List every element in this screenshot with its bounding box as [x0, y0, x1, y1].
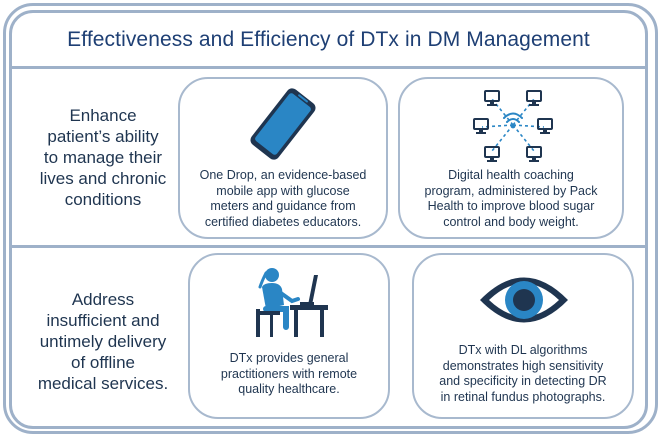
row-2-label-line: of offline [71, 353, 135, 372]
diagram-title: Effectiveness and Efficiency of DTx in D… [67, 27, 590, 51]
inner-frame: Effectiveness and Efficiency of DTx in D… [9, 10, 648, 429]
card-text-line: DTx provides general [229, 351, 349, 365]
card-one-drop: One Drop, an evidence-based mobile app w… [178, 77, 388, 239]
row-divider [12, 245, 645, 248]
card-pack-health-text: Digital health coaching program, adminis… [404, 168, 618, 230]
eye-icon [480, 277, 568, 323]
card-text-line: meters and guidance from [210, 199, 356, 213]
card-text-line: in retinal fundus photographs. [440, 389, 606, 404]
card-one-drop-text: One Drop, an evidence-based mobile app w… [184, 168, 382, 230]
card-text-line: Digital health coaching [448, 168, 574, 182]
row-2-label-line: Address [71, 290, 135, 309]
card-text-line: DTx with DL algorithms [458, 343, 588, 357]
row-1-label-line: Enhance [69, 106, 137, 125]
card-text-line: Health to improve blood sugar [427, 199, 595, 213]
card-pack-health: Digital health coaching program, adminis… [398, 77, 624, 239]
card-text-line: mobile app with glucose [216, 183, 350, 198]
card-text-line: quality healthcare. [238, 382, 340, 396]
card-text-line: control and body weight. [443, 214, 579, 229]
row-2-label: Address insufficient and untimely delive… [24, 289, 182, 394]
card-dl-algorithms-text: DTx with DL algorithms demonstrates high… [418, 343, 628, 405]
row-2-label-line: untimely delivery [39, 332, 167, 351]
card-text-line: One Drop, an evidence-based [199, 168, 367, 182]
card-remote-healthcare-text: DTx provides general practitioners with … [194, 351, 384, 398]
card-text-line: and specificity in detecting DR [439, 374, 607, 388]
card-text-line: practitioners with remote [220, 366, 358, 381]
title-divider [12, 66, 645, 69]
card-text-line: program, administered by Pack [424, 183, 598, 198]
row-1-label-line: patient’s ability [47, 127, 159, 146]
network-computers-icon [473, 90, 553, 162]
row-2-label-line: medical services. [37, 374, 169, 393]
person-at-computer-icon [256, 268, 328, 337]
card-text-line: demonstrates high sensitivity [442, 358, 604, 373]
card-remote-healthcare: DTx provides general practitioners with … [188, 253, 390, 419]
smartphone-icon [250, 88, 316, 160]
card-dl-algorithms: DTx with DL algorithms demonstrates high… [412, 253, 634, 419]
title-band: Effectiveness and Efficiency of DTx in D… [12, 13, 645, 66]
card-text-line: certified diabetes educators. [204, 214, 362, 229]
row-1-label-line: conditions [64, 190, 142, 209]
row-1-label-line: to manage their [43, 148, 163, 167]
row-1-label-line: lives and chronic [39, 169, 167, 188]
row-2-label-line: insufficient and [46, 311, 160, 330]
row-1-label: Enhance patient’s ability to manage thei… [24, 105, 182, 210]
